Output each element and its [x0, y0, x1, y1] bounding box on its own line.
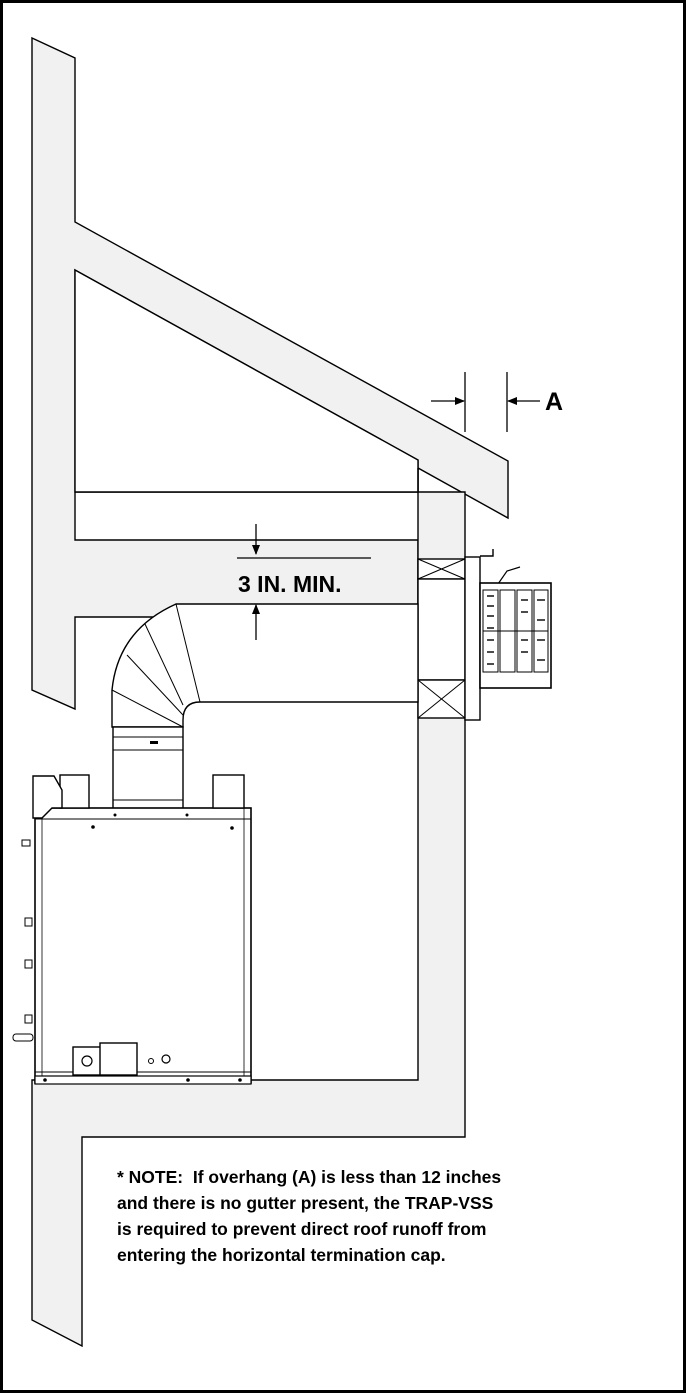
- note-line-3: is required to prevent direct roof runof…: [117, 1219, 486, 1239]
- note-line-4: entering the horizontal termination cap.: [117, 1245, 446, 1265]
- clearance-label: 3 IN. MIN.: [238, 571, 342, 597]
- termination-cap-icon: [464, 549, 552, 721]
- wall-penetration: [417, 558, 466, 719]
- vent-pipe: [111, 603, 419, 810]
- overhang-label: A: [545, 388, 563, 416]
- water-heater-icon: [12, 774, 252, 1085]
- note-block: * NOTE: If overhang (A) is less than 12 …: [117, 1167, 501, 1265]
- vent-elbow-icon: [111, 603, 419, 728]
- note-line-2: and there is no gutter present, the TRAP…: [117, 1193, 493, 1213]
- dimension-clearance: 3 IN. MIN.: [237, 524, 371, 640]
- note-line-1: * NOTE: If overhang (A) is less than 12 …: [117, 1167, 501, 1187]
- dimension-a: A: [431, 372, 563, 432]
